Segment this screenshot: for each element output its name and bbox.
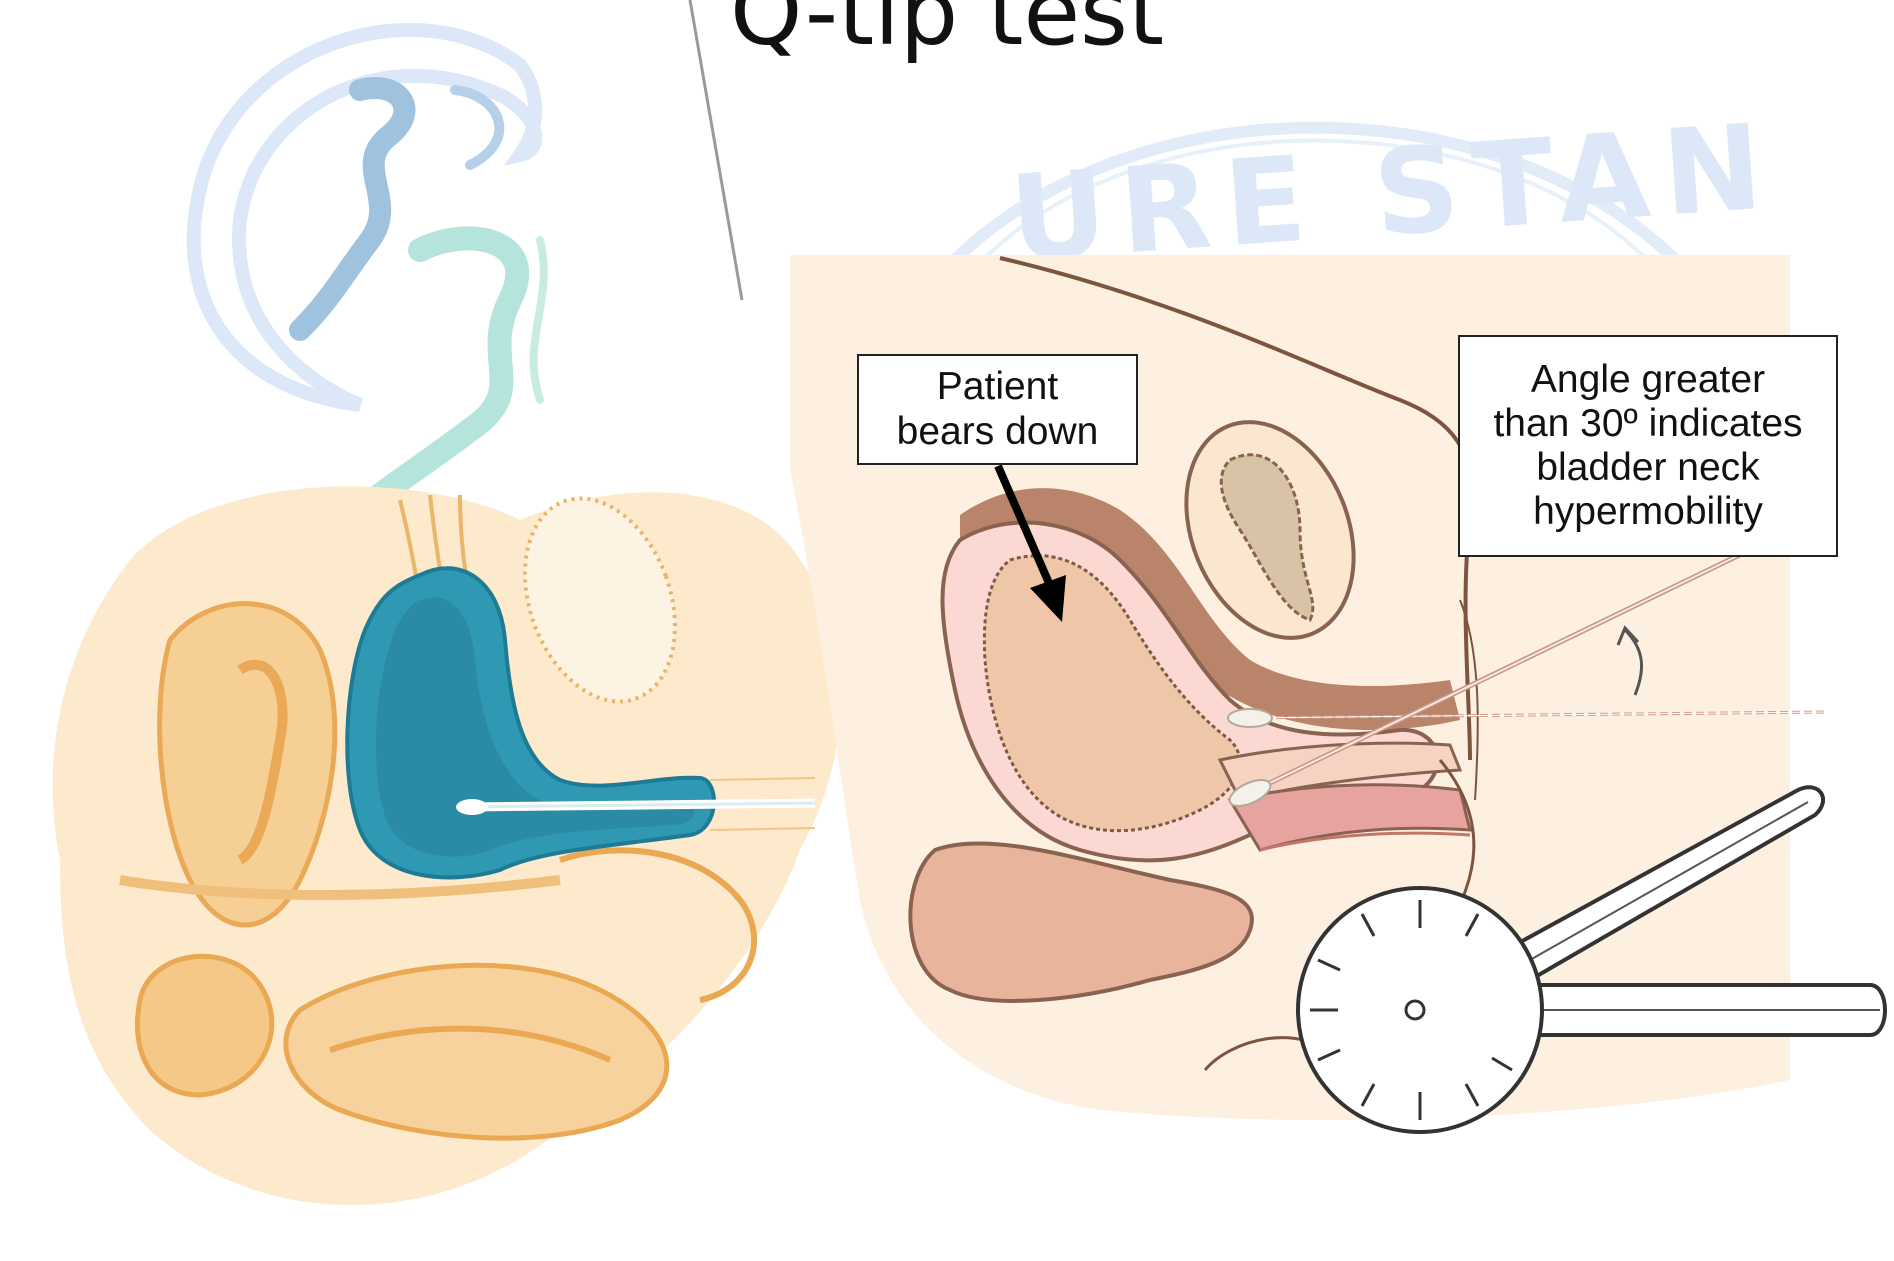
angle-callout-line-4: hypermobility (1493, 490, 1802, 534)
angle-callout-line-2: than 30º indicates (1493, 402, 1802, 446)
logo-watermark (194, 30, 544, 495)
angle-hypermobility-callout: Angle greater than 30º indicates bladder… (1458, 335, 1838, 557)
patient-callout-line-2: bears down (897, 410, 1099, 454)
angle-callout-line-1: Angle greater (1493, 358, 1802, 402)
angle-callout-line-3: bladder neck (1493, 446, 1802, 490)
patient-bears-down-callout: Patient bears down (857, 354, 1138, 465)
patient-callout-line-1: Patient (897, 365, 1099, 409)
slide-title: Q-tip test (0, 0, 1894, 63)
left-pelvic-anatomy (53, 477, 842, 1205)
